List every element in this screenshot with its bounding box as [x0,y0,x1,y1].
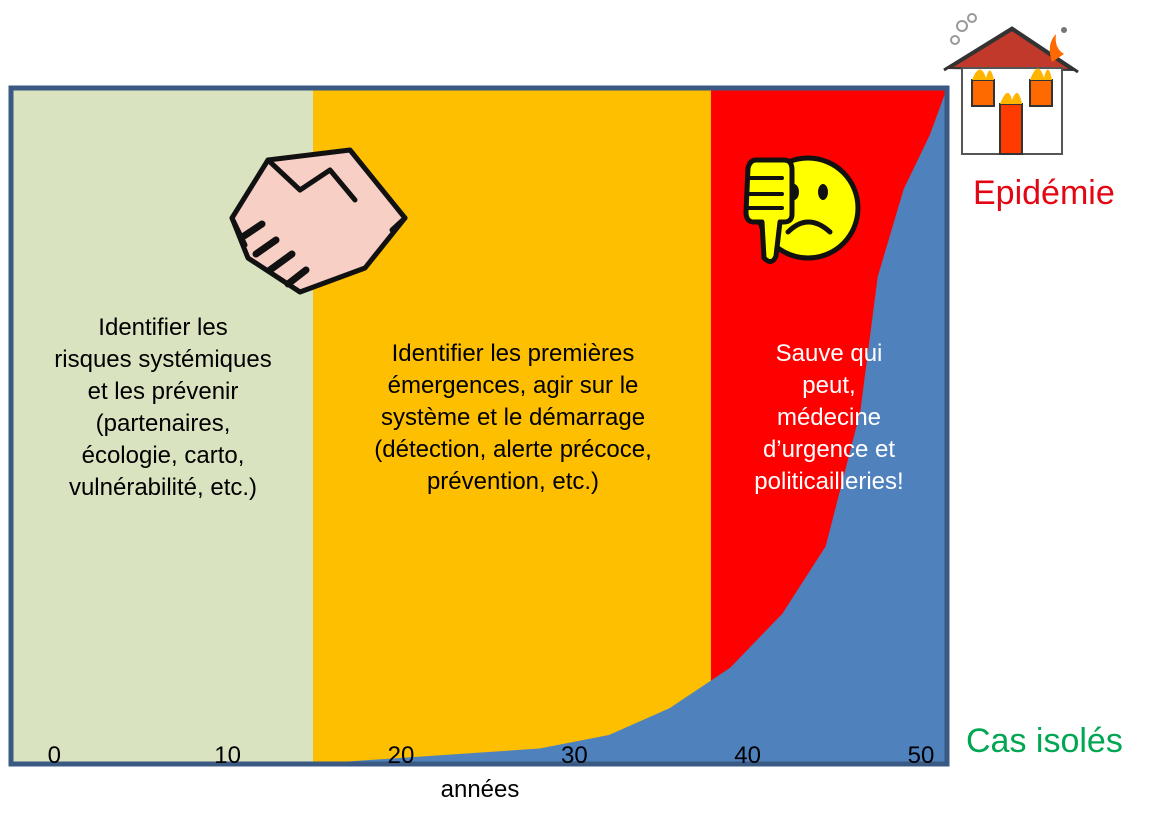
zone-text-line: risques systémiques [54,345,272,373]
zone-text-line: peut, [802,371,856,399]
zone-text-line: d’urgence et [762,435,896,463]
zone-text-line: émergences, agir sur le [387,371,639,399]
zone-text-line: (détection, alerte précoce, [374,435,652,463]
zone-prevention-text: Identifier les risques systémiques et les … [20,312,306,503]
zone-text-line: prévention, etc.) [426,467,600,495]
zone-text-line: vulnérabilité, etc.) [68,473,258,501]
zone-text-line: écologie, carto, [81,441,245,469]
zone-text-line: et les prévenir [87,377,239,405]
x-tick-label: 10 [214,742,242,769]
epidemic-curve-area [340,88,947,762]
x-axis-label: années [440,776,520,803]
handshake-icon [229,147,408,295]
zone-emergency-text: Sauve qui peut, médecine d’urgence et politi… [716,338,942,498]
isolated-cases-label: Cas isolés [966,722,1123,760]
zone-text-line: politicailleries! [754,467,904,495]
x-tick-label: 0 [47,742,62,769]
zone-text-line: Identifier les premières [391,340,635,367]
diagram-frame [8,85,950,767]
x-tick-label: 40 [734,742,762,769]
x-tick-label: 30 [560,742,588,769]
zone-early-detection-text: Identifier les premières émergences, agir… [318,338,708,498]
x-tick-label: 50 [907,742,935,769]
zone-text-line: Sauve qui [775,340,883,367]
zone-text-line: (partenaires, [95,409,231,437]
epidemic-label: Epidémie [973,174,1115,212]
x-tick-label: 20 [387,742,415,769]
burning-house-icon [943,13,1079,155]
zone-text-line: Identifier les [98,314,228,341]
zone-text-line: système et le démarrage [380,403,646,431]
thumbs-down-sad-face-icon [743,155,861,264]
zone-text-line: médecine [776,403,882,431]
